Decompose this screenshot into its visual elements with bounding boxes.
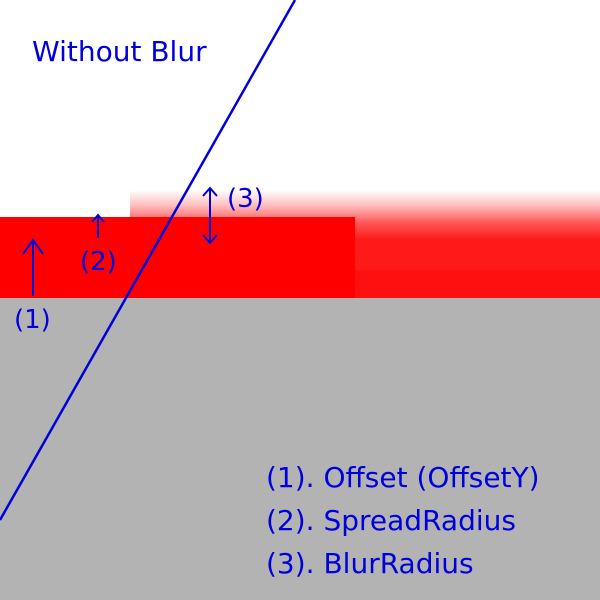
divider-line <box>0 0 297 521</box>
blur-marker-label: (3) <box>227 184 264 214</box>
legend: (1). Offset (OffsetY) (2). SpreadRadius … <box>266 456 540 585</box>
diagram-title: Without Blur <box>32 35 207 68</box>
element-box <box>0 298 600 600</box>
spread-arrow <box>91 213 105 238</box>
offset-arrow <box>22 238 44 296</box>
offset-marker-label: (1) <box>14 305 51 335</box>
unblurred-shadow-region <box>0 217 355 298</box>
legend-item-blur: (3). BlurRadius <box>266 547 474 580</box>
legend-item-offset: (1). Offset (OffsetY) <box>266 461 540 494</box>
blurred-shadow-base <box>355 270 600 298</box>
spread-marker-label: (2) <box>80 247 117 277</box>
blur-arrow <box>202 186 218 245</box>
legend-item-spread: (2). SpreadRadius <box>266 504 516 537</box>
